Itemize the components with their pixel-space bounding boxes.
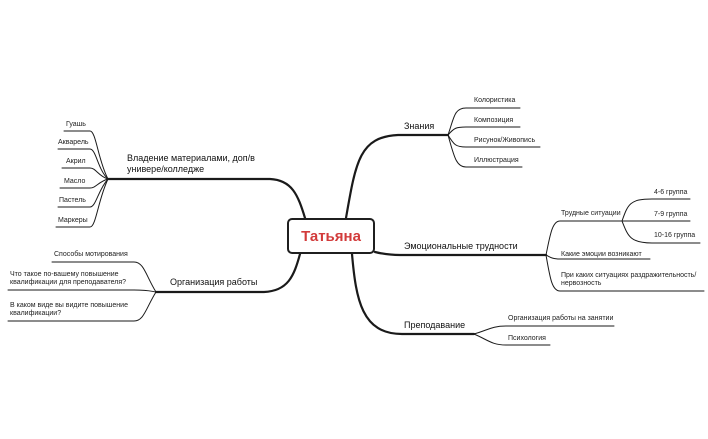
- leaf-razdrazhitelnost[interactable]: При каких ситуациях раздражительность/ н…: [561, 272, 697, 288]
- leaf-emocii[interactable]: Какие эмоции возникают: [561, 251, 642, 258]
- branch-org[interactable]: Организация работы: [170, 277, 258, 287]
- leaf-sposoby-motivirovaniya[interactable]: Способы мотирования: [54, 251, 128, 258]
- branch-emo[interactable]: Эмоциональные трудности: [404, 241, 518, 251]
- leaf-risunok[interactable]: Рисунок/Живопись: [474, 137, 536, 144]
- leaf-akvarel[interactable]: Акварель: [58, 139, 89, 146]
- leaf-illyustraciya[interactable]: Иллюстрация: [474, 157, 519, 164]
- leaf-psihologiya[interactable]: Психология: [508, 335, 546, 342]
- leaf-kompoziciya[interactable]: Композиция: [474, 117, 514, 124]
- leaf-v-kakom-vide[interactable]: В каком виде вы видите повышение квалифи…: [10, 302, 128, 318]
- leaf-akril[interactable]: Акрил: [66, 158, 86, 165]
- leaf-koloristika[interactable]: Колористика: [474, 97, 516, 104]
- leaf-pastel[interactable]: Пастель: [59, 197, 86, 204]
- leaf-group-7-9[interactable]: 7-9 группа: [654, 211, 688, 218]
- branch-prep[interactable]: Преподавание: [404, 320, 466, 330]
- central-topic[interactable]: Татьяна: [287, 218, 375, 254]
- leaf-markery[interactable]: Маркеры: [58, 217, 88, 224]
- link-org: [154, 252, 302, 294]
- link-znaniya: [344, 133, 450, 220]
- leaf-trudnye-situacii[interactable]: Трудные ситуации: [561, 210, 621, 217]
- link-materials: [106, 177, 307, 220]
- leaf-organizaciya-na-zanyatii[interactable]: Организация работы на занятии: [508, 315, 614, 322]
- leaf-group-4-6[interactable]: 4-6 группа: [654, 189, 688, 196]
- link-prep: [350, 252, 476, 336]
- link-emo: [373, 250, 548, 257]
- leaf-chto-takoe-povyshenie[interactable]: Что такое по-вашему повышение квалификац…: [10, 271, 127, 287]
- branch-znaniya[interactable]: Знания: [404, 121, 435, 131]
- leaf-maslo[interactable]: Масло: [64, 178, 86, 185]
- leaf-guash[interactable]: Гуашь: [66, 121, 86, 128]
- branch-materials[interactable]: Владение материалами, доп/в универе/колл…: [127, 153, 255, 174]
- leaf-group-10-16[interactable]: 10-16 группа: [654, 232, 696, 239]
